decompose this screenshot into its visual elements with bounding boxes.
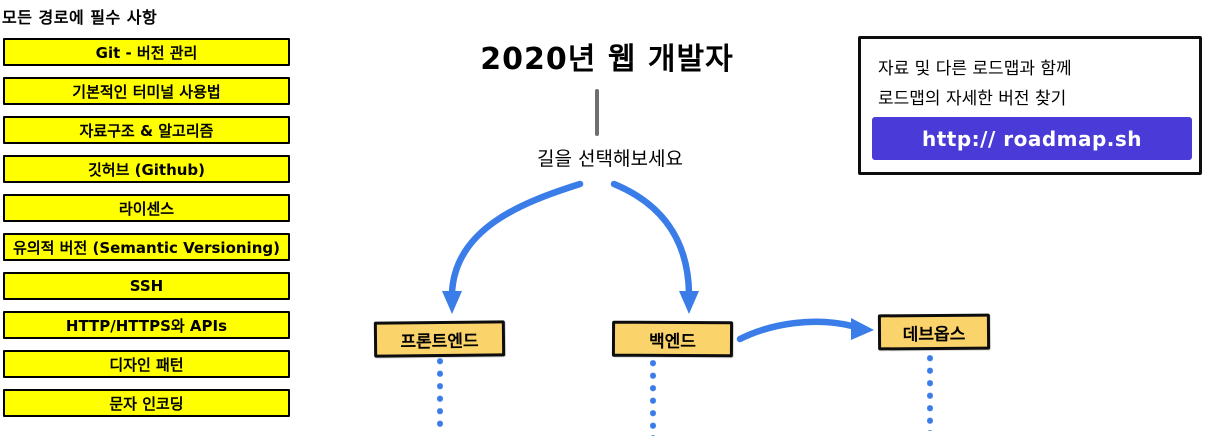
arrow-backend-to-devops [736,318,856,343]
required-for-all-paths-note: 모든 경로에 필수 사항 [2,8,158,27]
title-connector-line [595,89,599,136]
checklist-item-git[interactable]: Git - 버전 관리 [3,38,290,66]
checklist-item-design-patterns[interactable]: 디자인 패턴 [3,350,290,378]
checklist-item-data-structures[interactable]: 자료구조 & 알고리즘 [3,116,290,144]
arrowhead-devops [851,318,874,340]
info-box-line2: 로드맵의 자세한 버전 찾기 [878,89,1067,109]
info-box: 자료 및 다른 로드맵과 함께 로드맵의 자세한 버전 찾기 http:// r… [858,36,1202,175]
checklist-item-terminal[interactable]: 기본적인 터미널 사용법 [3,77,290,105]
checklist-item-github[interactable]: 깃허브 (Github) [3,155,290,183]
path-node-devops[interactable]: 데브옵스 [877,313,991,351]
checklist-item-semver[interactable]: 유의적 버전 (Semantic Versioning) [3,233,290,261]
path-node-frontend[interactable]: 프론트엔드 [373,320,506,358]
choose-path-label: 길을 선택해보세요 [537,148,683,170]
checklist-item-licenses[interactable]: 라이센스 [3,194,290,222]
info-box-line1: 자료 및 다른 로드맵과 함께 [878,59,1072,79]
arrowhead-backend [679,291,699,314]
devops-continuation-dots [927,355,933,431]
roadmap-url-button[interactable]: http:// roadmap.sh [872,117,1192,160]
backend-continuation-dots [650,360,656,436]
arrow-to-backend [610,180,693,297]
arrow-to-frontend [448,180,584,297]
checklist-item-character-encodings[interactable]: 문자 인코딩 [3,389,290,417]
arrowhead-frontend [442,291,462,314]
checklist-item-http-apis[interactable]: HTTP/HTTPS와 APIs [3,311,290,339]
checklist-item-ssh[interactable]: SSH [3,272,290,300]
page-title: 2020년 웹 개발자 [480,42,734,77]
path-node-backend[interactable]: 백엔드 [611,320,734,358]
frontend-continuation-dots [437,358,443,430]
checklist-column: Git - 버전 관리 기본적인 터미널 사용법 자료구조 & 알고리즘 깃허브… [3,38,290,417]
